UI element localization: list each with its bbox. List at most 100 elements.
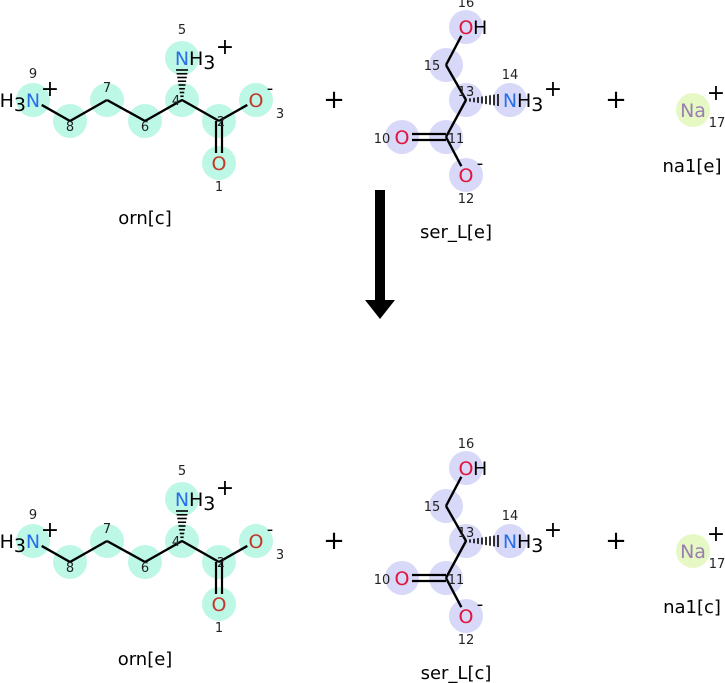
single-bond bbox=[144, 98, 183, 123]
species-label[interactable]: na1[e] bbox=[662, 156, 721, 177]
atom-symbol: N bbox=[175, 48, 189, 70]
single-bond bbox=[181, 539, 220, 564]
atom-number: 14 bbox=[502, 509, 519, 524]
atom-number: 13 bbox=[458, 85, 475, 100]
atom-number: 16 bbox=[458, 437, 475, 452]
atom-number: 2 bbox=[217, 556, 225, 571]
atom-symbol: O bbox=[249, 90, 264, 112]
species-label[interactable]: orn[e] bbox=[118, 649, 173, 670]
atom-number: 7 bbox=[103, 81, 111, 96]
atom-number: 5 bbox=[178, 464, 186, 479]
single-bond bbox=[444, 476, 463, 507]
hydrogen-suffix: H bbox=[473, 17, 487, 39]
atom-symbol: O bbox=[212, 594, 227, 616]
atom-highlight bbox=[165, 41, 199, 75]
atom-number: 16 bbox=[458, 0, 475, 11]
atom-symbol: N bbox=[26, 90, 40, 112]
atom-number: 8 bbox=[66, 561, 74, 576]
single-bond bbox=[144, 539, 183, 564]
single-bond bbox=[444, 35, 463, 66]
atom-number: 12 bbox=[458, 192, 475, 207]
stereo-hash-bond bbox=[176, 69, 188, 101]
atom-highlight bbox=[493, 83, 527, 117]
atom-number: 17 bbox=[709, 116, 725, 131]
plus-operator: + bbox=[605, 85, 627, 115]
single-bond bbox=[218, 544, 248, 564]
atom-symbol: O bbox=[212, 153, 227, 175]
atom-symbol: N bbox=[503, 90, 517, 112]
species-label[interactable]: orn[c] bbox=[118, 208, 171, 229]
atom-number: 9 bbox=[29, 67, 37, 82]
stereo-hash-bond bbox=[465, 94, 499, 106]
plus-operator: + bbox=[605, 526, 627, 556]
species-label[interactable]: ser_L[e] bbox=[420, 222, 492, 243]
atom-symbol: O bbox=[249, 531, 264, 553]
charge-sign: - bbox=[477, 594, 484, 615]
atom-number: 7 bbox=[103, 522, 111, 537]
single-bond bbox=[218, 103, 248, 123]
species-label[interactable]: na1[c] bbox=[663, 597, 721, 618]
atom-number: 4 bbox=[172, 535, 180, 550]
atom-highlight bbox=[676, 534, 710, 568]
atom-number: 5 bbox=[178, 23, 186, 38]
atom-number: 6 bbox=[141, 120, 149, 135]
atom-symbol: O bbox=[395, 568, 410, 590]
single-bond bbox=[444, 136, 463, 167]
hydrogen-suffix: H3 bbox=[517, 90, 543, 116]
atom-symbol: O bbox=[459, 165, 474, 187]
atom-number: 17 bbox=[709, 557, 725, 572]
charge-sign: - bbox=[477, 153, 484, 174]
hydrogen-prefix: H3 bbox=[0, 90, 26, 116]
atom-number: 11 bbox=[448, 132, 465, 147]
reaction-arrow bbox=[365, 190, 395, 319]
single-bond bbox=[41, 544, 71, 564]
atom-number: 2 bbox=[217, 115, 225, 130]
stereo-hash-bond bbox=[465, 535, 499, 547]
atom-highlight bbox=[449, 599, 483, 633]
atom-number: 8 bbox=[66, 120, 74, 135]
atom-highlight bbox=[202, 587, 236, 621]
atom-symbol: O bbox=[459, 17, 474, 39]
atom-number: 11 bbox=[448, 573, 465, 588]
single-bond bbox=[444, 540, 468, 579]
hydrogen-suffix: H3 bbox=[517, 531, 543, 557]
atom-highlight bbox=[493, 524, 527, 558]
single-bond bbox=[41, 103, 71, 123]
plus-operator: + bbox=[323, 526, 345, 556]
atom-number: 9 bbox=[29, 508, 37, 523]
atom-symbol: Na bbox=[680, 100, 706, 122]
atom-symbol: N bbox=[503, 531, 517, 553]
single-bond bbox=[69, 98, 108, 123]
atom-highlight bbox=[165, 482, 199, 516]
charge-sign: - bbox=[267, 519, 274, 540]
single-bond bbox=[444, 99, 468, 138]
charge-sign: - bbox=[267, 78, 274, 99]
atom-number: 6 bbox=[141, 561, 149, 576]
atom-highlight bbox=[449, 10, 483, 44]
hydrogen-suffix: H3 bbox=[189, 489, 215, 515]
atom-number: 13 bbox=[458, 526, 475, 541]
single-bond bbox=[444, 505, 468, 542]
atom-symbol: O bbox=[459, 458, 474, 480]
charge-sign: + bbox=[544, 518, 562, 543]
atom-number: 10 bbox=[374, 573, 391, 588]
atom-number: 4 bbox=[172, 94, 180, 109]
charge-sign: + bbox=[707, 522, 725, 547]
atom-number: 14 bbox=[502, 68, 519, 83]
atom-highlight bbox=[449, 158, 483, 192]
atom-highlight bbox=[676, 93, 710, 127]
atom-number: 1 bbox=[215, 621, 223, 636]
single-bond bbox=[444, 577, 463, 608]
atom-symbol: N bbox=[26, 531, 40, 553]
atom-highlight bbox=[202, 146, 236, 180]
hydrogen-suffix: H bbox=[473, 458, 487, 480]
single-bond bbox=[444, 64, 468, 101]
single-bond bbox=[106, 98, 146, 123]
atom-symbol: N bbox=[175, 489, 189, 511]
species-label[interactable]: ser_L[c] bbox=[421, 663, 492, 683]
atom-highlight bbox=[449, 451, 483, 485]
